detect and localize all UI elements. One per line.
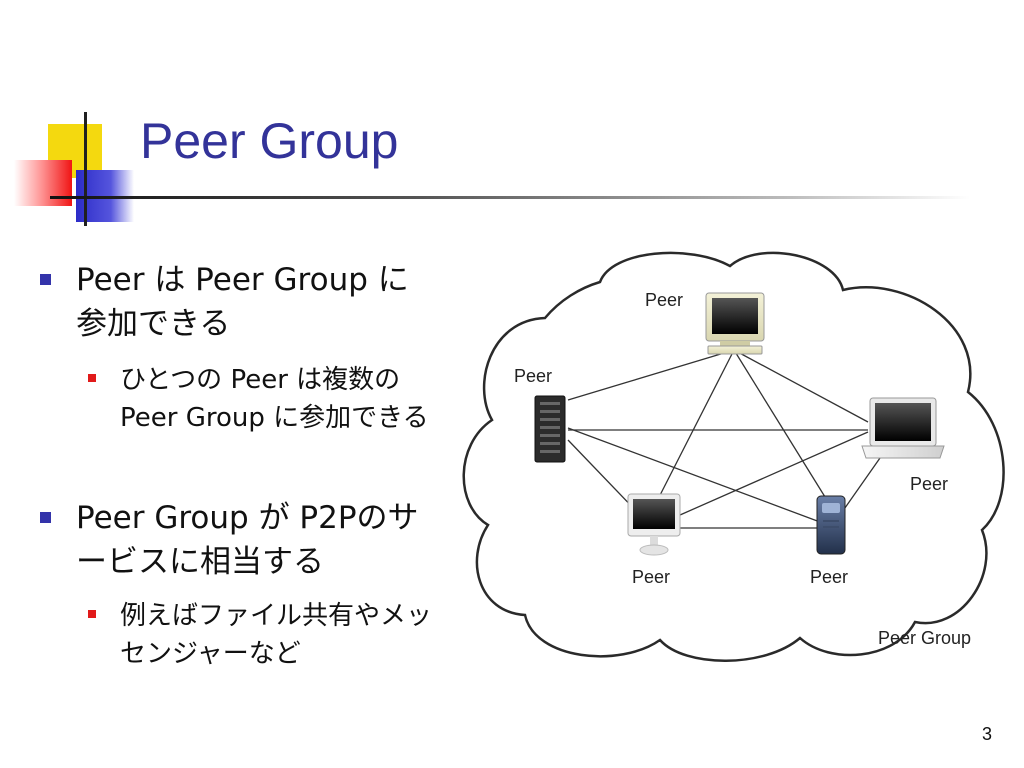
sub-bullet-square-icon	[88, 610, 96, 618]
cloud-shape	[462, 251, 1005, 662]
peer-label-right: Peer	[910, 474, 948, 494]
sub-bullet-2-1-text: 例えばファイル共有やメッセンジャーなど	[120, 601, 433, 669]
title-underline	[50, 196, 970, 199]
sub-bullet-1-1: ひとつの Peer は複数の Peer Group に参加できる	[88, 361, 440, 437]
crt-monitor-icon	[705, 292, 765, 355]
decor-vertical-line	[84, 112, 87, 226]
sub-bullet-2-1: 例えばファイル共有やメッセンジャーなど	[88, 597, 440, 673]
peer-connections	[567, 349, 881, 529]
desktop-monitor-icon	[627, 493, 681, 556]
bullet-square-icon	[40, 274, 51, 285]
peer-label-bottom-left: Peer	[632, 567, 670, 587]
laptop-icon	[861, 397, 945, 459]
page-number: 3	[981, 724, 992, 744]
bullet-1: Peer は Peer Group に参加できる	[40, 258, 436, 346]
tower-pc-icon	[816, 495, 846, 555]
sub-bullet-square-icon	[88, 374, 96, 382]
sub-bullet-1-1-text: ひとつの Peer は複数の Peer Group に参加できる	[120, 365, 429, 433]
peer-label-top: Peer	[645, 290, 683, 310]
peer-label-left: Peer	[514, 366, 552, 386]
bullet-square-icon	[40, 512, 51, 523]
slide-title: Peer Group	[140, 113, 399, 169]
bullet-1-text: Peer は Peer Group に参加できる	[76, 262, 409, 342]
server-rack-icon	[534, 395, 566, 463]
peer-label-bottom-right: Peer	[810, 567, 848, 587]
bullet-2: Peer Group が P2Pのサービスに相当する	[40, 496, 446, 584]
bullet-2-text: Peer Group が P2Pのサービスに相当する	[76, 500, 419, 580]
group-label: Peer Group	[878, 628, 971, 648]
